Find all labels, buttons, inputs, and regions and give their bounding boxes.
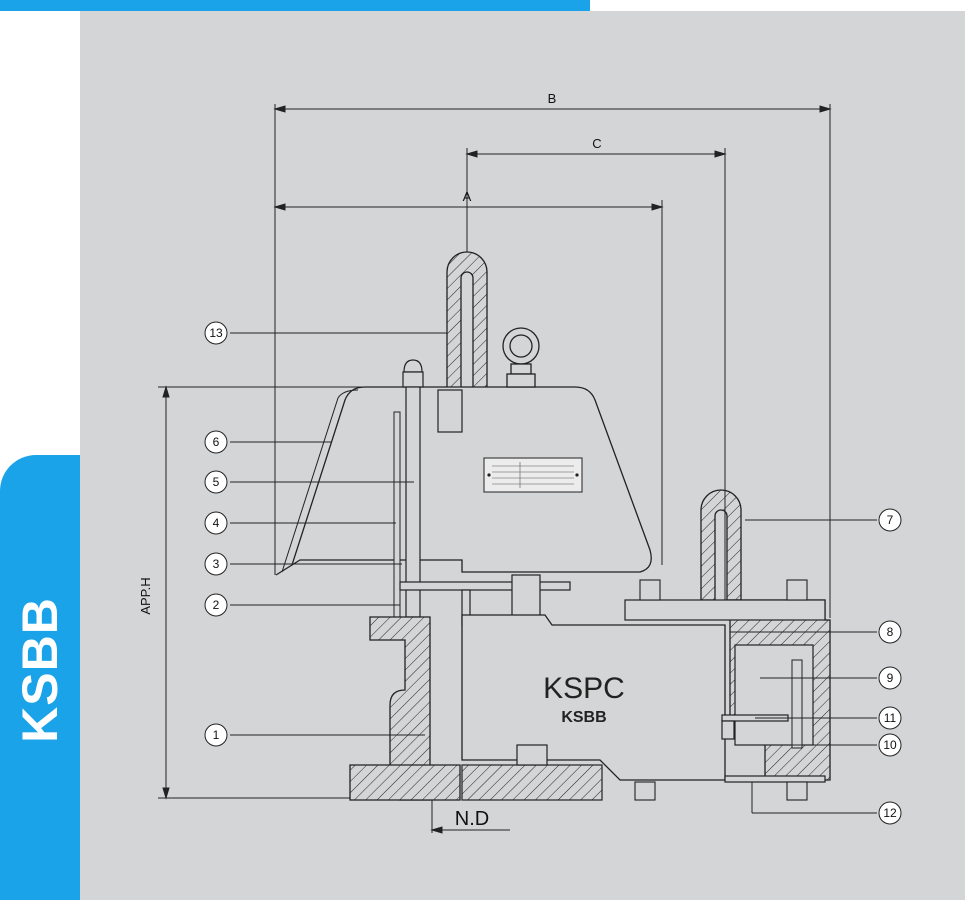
callout-9: 9 [878,666,902,690]
svg-text:11: 11 [884,711,897,725]
dimension-c-label: C [592,136,601,151]
right-spindle [791,659,803,749]
bolt-upper-right [786,579,808,601]
bolt-upper-left [639,579,661,601]
svg-text:12: 12 [883,806,897,820]
right-cover-handle [700,489,742,601]
dimension-b-label: B [548,91,557,106]
dimension-a-label: A [463,189,472,204]
dimension-b [273,104,832,618]
side-tab [0,455,80,900]
eye-bolt [502,327,540,388]
svg-text:1: 1 [213,728,220,742]
callout-7: 7 [878,508,902,532]
callout-8: 8 [878,620,902,644]
nameplate [483,457,583,493]
svg-text:5: 5 [213,475,220,489]
spindle [405,386,463,618]
dimension-a [273,200,664,565]
lifting-handle [446,251,488,391]
housing-boss [516,744,548,766]
top-accent-bar [0,0,590,11]
callout-2: 2 [204,593,228,617]
svg-text:3: 3 [213,557,220,571]
dimension-nominal-diameter [430,800,510,834]
svg-text:4: 4 [213,516,220,530]
bottom-plate [724,775,826,783]
svg-text:7: 7 [887,513,894,527]
callout-5: 5 [204,470,228,494]
screen-element [393,411,401,618]
svg-text:10: 10 [883,738,897,752]
callout-10: 10 [878,733,902,757]
svg-text:13: 13 [209,326,223,340]
cover-inner-edge [281,389,359,573]
callout-13: 13 [204,321,228,345]
dimension-c [465,148,727,485]
valve-disc [399,574,571,626]
housing-base [461,764,603,801]
top-flange [624,599,826,621]
callout-leaders [230,332,877,814]
bolt-lower-left [634,781,656,801]
acorn-nut [402,359,424,388]
callout-4: 4 [204,511,228,535]
callout-3: 3 [204,552,228,576]
svg-text:6: 6 [213,435,220,449]
callout-12: 12 [878,801,902,825]
bolt-lower-right [786,781,808,801]
svg-text:2: 2 [213,598,220,612]
svg-text:8: 8 [887,625,894,639]
body-lower-flange [349,764,461,801]
housing-mark-sub: KSBB [561,709,606,726]
nominal-diameter-label: N.D [455,808,489,830]
housing-mark-main: KSPC [543,672,625,705]
callout-11: 11 [878,706,902,730]
callout-1: 1 [204,723,228,747]
callout-6: 6 [204,430,228,454]
svg-text:9: 9 [887,671,894,685]
dimension-height-label: APP.H [138,577,153,614]
cover-hood [275,386,652,576]
